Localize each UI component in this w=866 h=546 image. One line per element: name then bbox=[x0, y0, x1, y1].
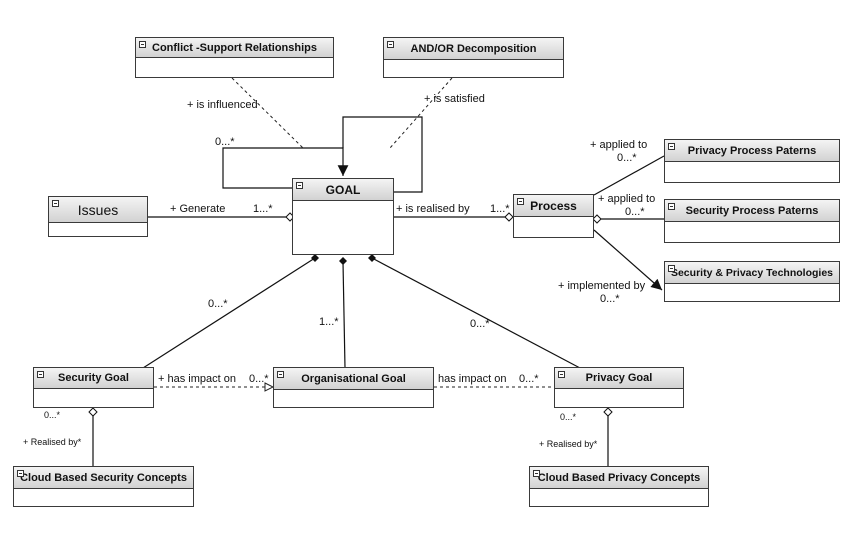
privacy-goal-multiplicity: 0...* bbox=[470, 318, 490, 330]
collapse-icon[interactable] bbox=[296, 182, 303, 189]
privacy-process-patterns-class[interactable]: Privacy Process Paterns bbox=[664, 139, 840, 183]
organisational-goal-class[interactable]: Organisational Goal bbox=[273, 367, 434, 408]
collapse-icon[interactable] bbox=[17, 470, 24, 477]
cloud-security-diamond bbox=[88, 407, 98, 417]
conflict-support-class[interactable]: Conflict -Support Relationships bbox=[135, 37, 334, 78]
organisational-goal-multiplicity: 1...* bbox=[319, 316, 339, 328]
security-realised-by-label: + Realised by* bbox=[23, 437, 82, 447]
security-privacy-technologies-class[interactable]: Security & Privacy Technologies bbox=[664, 261, 840, 302]
privacy-pattern-line bbox=[593, 155, 665, 196]
applied-to-label-1: + applied to bbox=[590, 139, 648, 151]
implemented-by-label: + implemented by bbox=[558, 280, 646, 292]
collapse-icon[interactable] bbox=[668, 143, 675, 150]
class-title: Organisational Goal bbox=[301, 372, 406, 385]
collapse-icon[interactable] bbox=[558, 371, 565, 378]
goal-class[interactable]: GOAL bbox=[292, 178, 394, 255]
security-realised-multiplicity: 0...* bbox=[44, 410, 61, 420]
security-goal-line bbox=[142, 257, 316, 369]
security-goal-class[interactable]: Security Goal bbox=[33, 367, 154, 408]
class-title: Process bbox=[530, 198, 577, 213]
is-satisfied-label: + is satisfied bbox=[424, 93, 485, 105]
process-class[interactable]: Process bbox=[513, 194, 594, 238]
privacy-goal-line bbox=[371, 257, 581, 369]
privacy-goal-diamond bbox=[368, 254, 376, 262]
privacy-realised-multiplicity: 0...* bbox=[560, 412, 577, 422]
realised-multiplicity: 1...* bbox=[490, 203, 510, 215]
collapse-icon[interactable] bbox=[668, 265, 675, 272]
self-multiplicity: 0...* bbox=[215, 136, 235, 148]
satisfied-line bbox=[389, 77, 453, 149]
cloud-privacy-diamond bbox=[603, 407, 613, 417]
class-title: Security & Privacy Technologies bbox=[670, 266, 834, 279]
issues-class[interactable]: Issues bbox=[48, 196, 148, 237]
collapse-icon[interactable] bbox=[277, 371, 284, 378]
cloud-security-concepts-class[interactable]: Cloud Based Security Concepts bbox=[13, 466, 194, 507]
implemented-multiplicity: 0...* bbox=[600, 293, 620, 305]
privacy-goal-class[interactable]: Privacy Goal bbox=[554, 367, 684, 408]
class-title: Privacy Process Paterns bbox=[687, 144, 817, 157]
technologies-line bbox=[593, 229, 663, 291]
collapse-icon[interactable] bbox=[387, 41, 394, 48]
organisational-goal-diamond bbox=[339, 257, 347, 265]
influenced-line bbox=[231, 77, 304, 149]
security-goal-diamond bbox=[311, 254, 319, 262]
class-title: GOAL bbox=[325, 182, 361, 197]
class-title: Cloud Based Security Concepts bbox=[20, 471, 187, 484]
class-title: Security Goal bbox=[58, 372, 129, 384]
cloud-privacy-concepts-class[interactable]: Cloud Based Privacy Concepts bbox=[529, 466, 709, 507]
generate-multiplicity: 1...* bbox=[253, 203, 273, 215]
has-impact-multiplicity-1: 0...* bbox=[249, 373, 269, 385]
impact-arrow-1 bbox=[264, 382, 275, 392]
is-realised-by-label: + is realised by bbox=[396, 203, 470, 215]
security-goal-multiplicity: 0...* bbox=[208, 298, 228, 310]
has-impact-multiplicity-2: 0...* bbox=[519, 373, 539, 385]
self-loop-right bbox=[342, 116, 423, 193]
collapse-icon[interactable] bbox=[533, 470, 540, 477]
generate-label: + Generate bbox=[170, 203, 226, 215]
has-impact-label-1: + has impact on bbox=[158, 373, 236, 385]
class-title: Cloud Based Privacy Concepts bbox=[537, 471, 701, 484]
collapse-icon[interactable] bbox=[37, 371, 44, 378]
applied-to-label-2: + applied to bbox=[598, 193, 656, 205]
collapse-icon[interactable] bbox=[52, 200, 59, 207]
security-process-patterns-class[interactable]: Security Process Paterns bbox=[664, 199, 840, 243]
class-title: Issues bbox=[77, 201, 119, 218]
class-title: AND/OR Decomposition bbox=[410, 42, 537, 55]
self-loop-left bbox=[222, 147, 349, 189]
security-pattern-diamond bbox=[592, 214, 602, 224]
has-impact-label-2: has impact on bbox=[438, 373, 507, 385]
privacy-realised-by-label: + Realised by* bbox=[539, 439, 598, 449]
class-title: Privacy Goal bbox=[585, 372, 653, 384]
collapse-icon[interactable] bbox=[139, 41, 146, 48]
is-influenced-label: + is influenced bbox=[187, 99, 258, 111]
class-title: Conflict -Support Relationships bbox=[152, 41, 317, 54]
collapse-icon[interactable] bbox=[668, 203, 675, 210]
collapse-icon[interactable] bbox=[517, 198, 524, 205]
andor-decomposition-class[interactable]: AND/OR Decomposition bbox=[383, 37, 564, 78]
applied-multiplicity-1: 0...* bbox=[617, 152, 637, 164]
organisational-goal-line bbox=[342, 261, 346, 369]
applied-multiplicity-2: 0...* bbox=[625, 206, 645, 218]
class-title: Security Process Paterns bbox=[685, 204, 819, 217]
